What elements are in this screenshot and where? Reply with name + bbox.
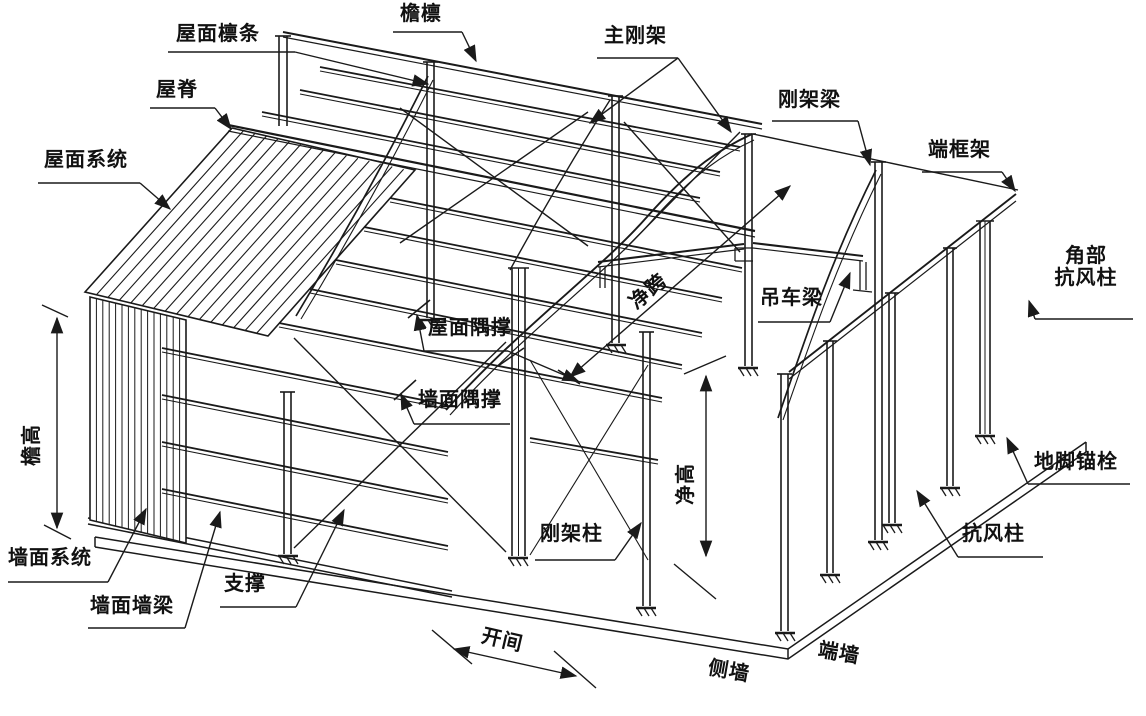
label-rigid-frame-beam: 刚架梁 bbox=[778, 89, 841, 111]
label-roof-purlins: 屋面檩条 bbox=[176, 23, 260, 45]
ground-slab bbox=[87, 441, 1087, 660]
label-eave-purlin: 檐檩 bbox=[400, 3, 442, 25]
label-ridge: 屋脊 bbox=[156, 79, 198, 101]
label-crane-beam: 吊车梁 bbox=[760, 287, 823, 309]
label-eave-height: 檐高 bbox=[21, 424, 43, 466]
gable-wall-panel bbox=[89, 295, 187, 545]
dimension-lines bbox=[41, 185, 792, 689]
label-bracing: 支撑 bbox=[224, 573, 266, 595]
label-end-frame: 端框架 bbox=[928, 139, 991, 161]
label-wall-system: 墙面系统 bbox=[8, 547, 92, 569]
label-main-rigid-frame: 主刚架 bbox=[604, 25, 667, 47]
wall-girts bbox=[161, 347, 659, 551]
label-corner-wind-column-line1: 角部 bbox=[1065, 245, 1107, 267]
label-corner-wind-column-line2: 抗风柱 bbox=[1054, 266, 1118, 289]
label-roof-system: 屋面系统 bbox=[44, 149, 128, 171]
label-rigid-frame-column: 刚架柱 bbox=[540, 523, 603, 545]
label-wind-column: 抗风柱 bbox=[962, 523, 1025, 545]
label-roof-knee-brace: 屋面隅撑 bbox=[428, 317, 512, 339]
label-corner-wind-column: 角部 抗风柱 bbox=[1036, 245, 1136, 289]
label-anchor-bolts: 地脚锚栓 bbox=[1034, 451, 1118, 473]
leader-lines bbox=[8, 31, 1133, 629]
roof-panel bbox=[83, 127, 417, 337]
frame-rafters bbox=[295, 75, 1019, 421]
label-clear-height: 净高 bbox=[675, 463, 697, 505]
label-wall-knee-brace: 墙面隅撑 bbox=[418, 389, 502, 411]
label-wall-girt: 墙面墙梁 bbox=[90, 595, 174, 617]
roof-corrugation-stripes bbox=[96, 130, 405, 334]
